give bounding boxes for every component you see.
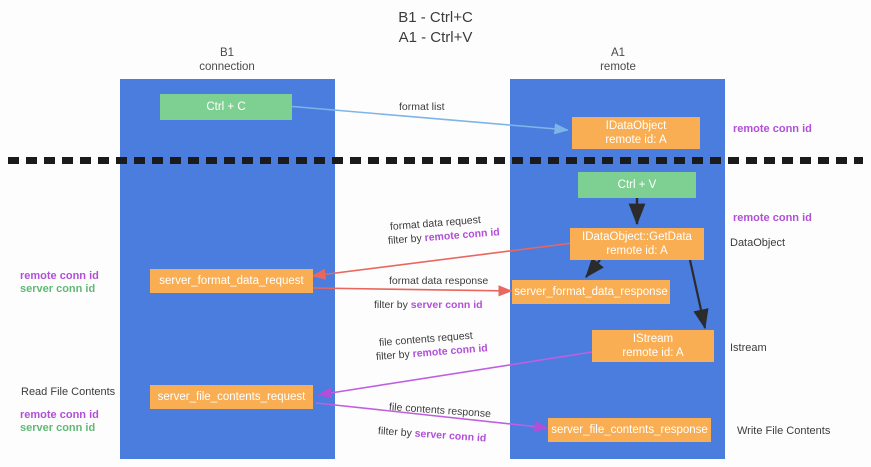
title-line-2: A1 - Ctrl+V: [398, 29, 473, 46]
node-idataobject-getdata[interactable]: IDataObject::GetData remote id: A: [570, 228, 704, 260]
side-label-left-server-conn-id-bottom: server conn id: [20, 422, 96, 434]
side-label-remote-conn-id-mid: remote conn id: [733, 212, 812, 224]
filter-prefix: filter by: [375, 348, 414, 363]
filter-key-server-conn-id: server conn id: [410, 299, 483, 311]
node-server-file-contents-response-label: server_file_contents_response: [551, 424, 708, 436]
side-label-dataobject: DataObject: [730, 237, 786, 249]
side-label-write-file-contents: Write File Contents: [737, 425, 831, 437]
edge-label-format-data-response-filter: filter by server conn id: [374, 298, 483, 312]
filter-prefix: filter by: [377, 425, 416, 440]
column-header-b1-line2: connection: [199, 60, 255, 73]
side-label-left-remote-conn-id-mid: remote conn id: [20, 270, 99, 282]
phase-divider: [8, 157, 863, 164]
node-idataobject-sub: remote id: A: [605, 134, 667, 146]
node-server-file-contents-request[interactable]: server_file_contents_request: [150, 385, 313, 409]
node-server-format-data-response-label: server_format_data_response: [514, 286, 668, 298]
arrow-format-data-response: [312, 285, 513, 297]
column-header-a1-line1: A1: [610, 47, 626, 59]
node-server-format-data-request[interactable]: server_format_data_request: [150, 269, 313, 293]
side-label-left-remote-conn-id-bottom: remote conn id: [20, 409, 99, 421]
node-getdata-label: IDataObject::GetData: [582, 231, 692, 243]
side-label-istream: Istream: [730, 342, 767, 354]
side-label-left-server-conn-id-mid: server conn id: [20, 283, 96, 295]
filter-prefix: filter by: [387, 232, 426, 247]
edge-label-format-data-response: format data response: [389, 275, 489, 287]
column-header-b1-line1: B1: [219, 47, 235, 59]
edge-label-format-list: format list: [399, 101, 445, 113]
filter-key-server-conn-id: server conn id: [414, 427, 487, 445]
column-header-b1: B1 connection: [152, 47, 302, 74]
title-line-1: B1 - Ctrl+C: [398, 9, 473, 26]
node-idataobject[interactable]: IDataObject remote id: A: [572, 117, 700, 149]
node-ctrl-c[interactable]: Ctrl + C: [160, 94, 292, 120]
edge-label-file-contents-response: file contents response: [388, 401, 492, 421]
node-server-file-contents-response[interactable]: server_file_contents_response: [548, 418, 711, 442]
filter-prefix: filter by: [374, 299, 411, 311]
node-istream-label: IStream: [632, 333, 674, 345]
node-istream[interactable]: IStream remote id: A: [592, 330, 714, 362]
page-title: B1 - Ctrl+C A1 - Ctrl+V: [0, 8, 871, 48]
node-ctrl-v-label: Ctrl + V: [617, 179, 657, 191]
node-server-file-contents-request-label: server_file_contents_request: [157, 391, 306, 403]
edge-label-file-contents-response-filter: filter by server conn id: [378, 424, 487, 446]
side-label-read-file-contents: Read File Contents: [21, 386, 116, 398]
node-ctrl-c-label: Ctrl + C: [206, 101, 246, 113]
node-ctrl-v[interactable]: Ctrl + V: [578, 172, 696, 198]
node-server-format-data-response[interactable]: server_format_data_response: [512, 280, 670, 304]
node-getdata-sub: remote id: A: [606, 245, 668, 257]
column-header-a1: A1 remote: [543, 47, 693, 74]
node-istream-sub: remote id: A: [622, 347, 684, 359]
node-idataobject-label: IDataObject: [605, 120, 667, 132]
node-server-format-data-request-label: server_format_data_request: [159, 275, 304, 287]
column-header-a1-line2: remote: [600, 60, 636, 73]
side-label-remote-conn-id-top: remote conn id: [733, 123, 812, 135]
